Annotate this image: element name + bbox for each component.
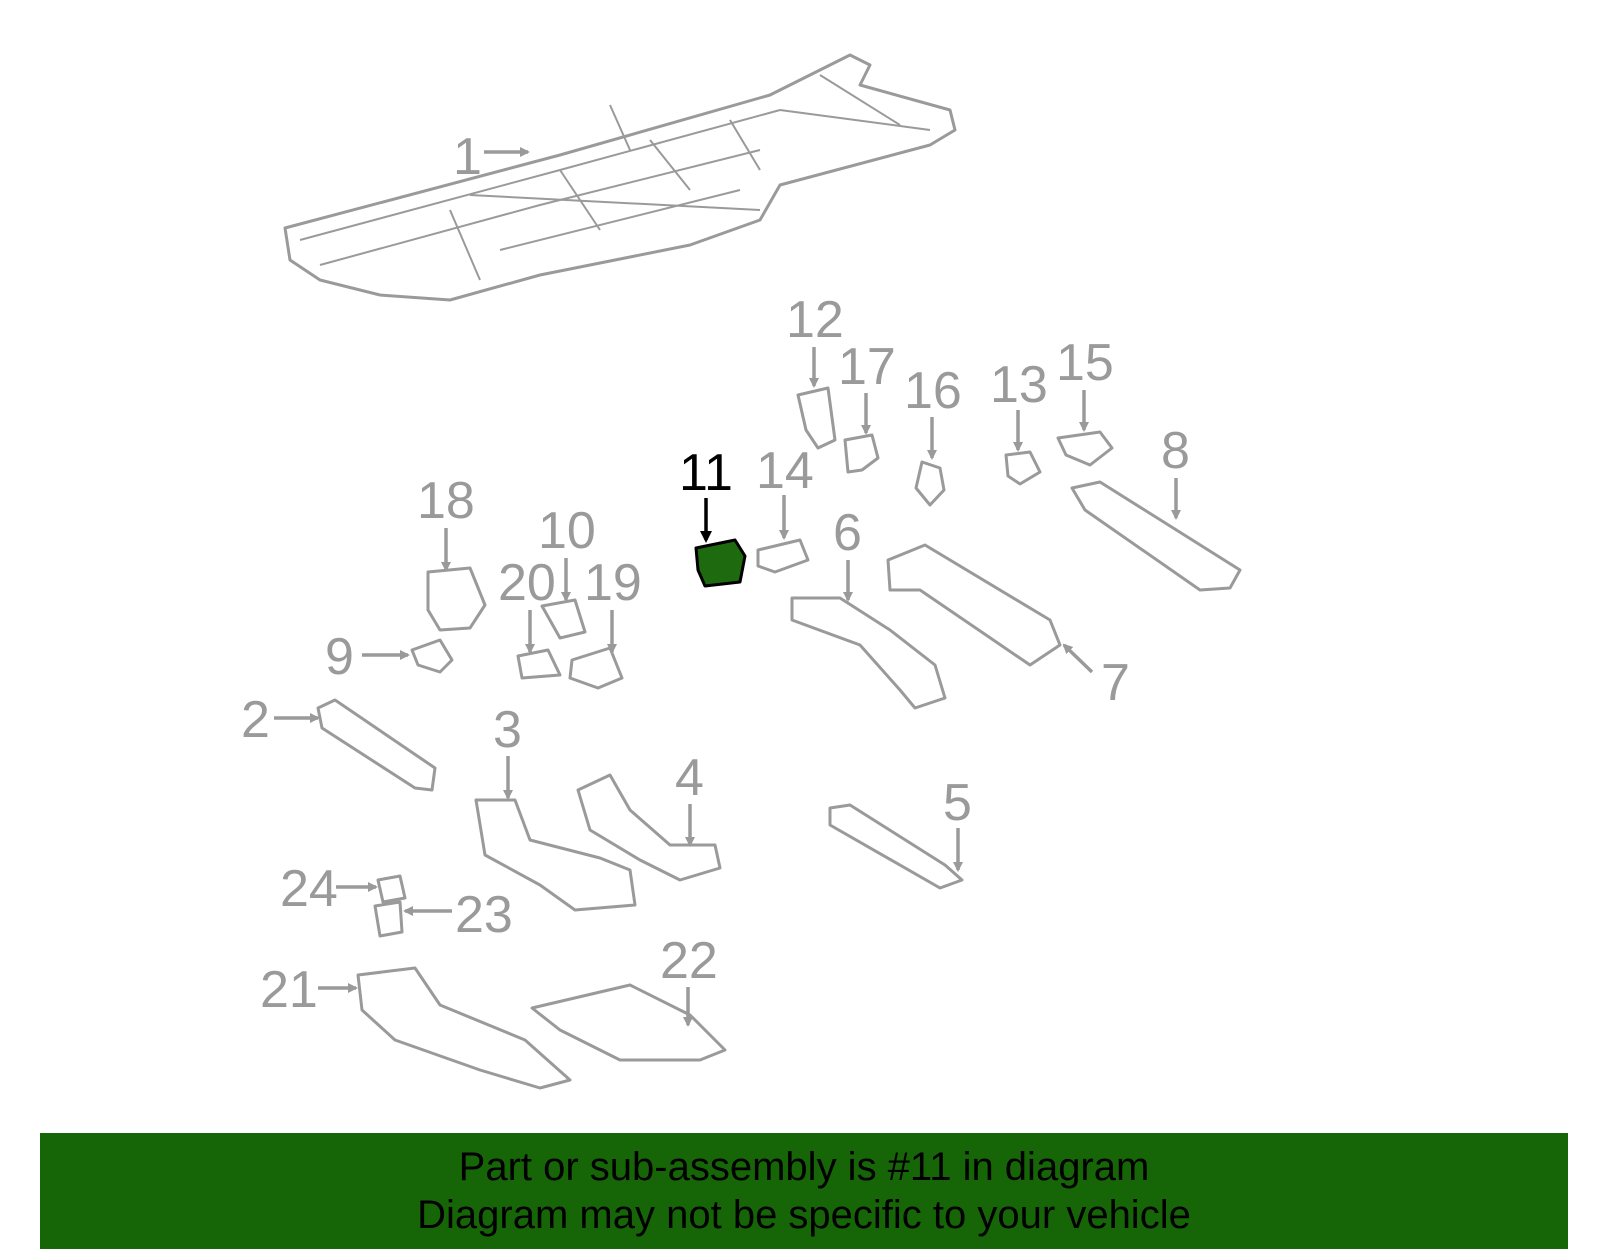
callout-21[interactable]: 21 <box>260 961 318 1019</box>
crossmember-5-part <box>828 803 964 890</box>
callout-10[interactable]: 10 <box>538 502 596 560</box>
bracket-13-part <box>1004 450 1042 486</box>
bracket-24-part <box>376 874 407 904</box>
bracket-20-part <box>516 648 562 680</box>
callout-8[interactable]: 8 <box>1161 422 1190 480</box>
callout-12[interactable]: 12 <box>786 291 844 349</box>
crossmember-3-part <box>474 798 637 912</box>
callout-23[interactable]: 23 <box>455 886 513 944</box>
callout-13[interactable]: 13 <box>990 356 1048 414</box>
highlighted-part-11 <box>694 538 747 588</box>
skid-plate-21-part <box>356 966 572 1090</box>
callout-15[interactable]: 15 <box>1056 334 1114 392</box>
callout-4[interactable]: 4 <box>675 749 704 807</box>
bracket-18-part <box>426 566 487 632</box>
bracket-10-part <box>540 598 587 640</box>
bracket-12-part <box>796 386 837 450</box>
callout-17[interactable]: 17 <box>838 338 896 396</box>
crossmember-7-part <box>886 543 1062 667</box>
callout-11[interactable]: 11 <box>679 444 733 502</box>
callout-6[interactable]: 6 <box>833 504 862 562</box>
callout-18[interactable]: 18 <box>417 472 475 530</box>
bracket-15-part <box>1056 430 1114 467</box>
bracket-19-part <box>568 646 624 690</box>
bracket-9-part <box>410 638 454 674</box>
frame-assembly-part <box>283 53 957 302</box>
banner-disclaimer-text: Diagram may not be specific to your vehi… <box>417 1193 1191 1237</box>
banner-part-reference-text: Part or sub-assembly is #11 in diagram <box>458 1145 1150 1189</box>
crossmember-2-part <box>316 698 437 792</box>
bracket-16-part <box>914 460 946 507</box>
info-banner: Part or sub-assembly is #11 in diagram D… <box>40 1133 1568 1249</box>
arrow-7 <box>1062 643 1094 674</box>
skid-plate-22-part <box>530 983 727 1062</box>
callout-19[interactable]: 19 <box>584 554 642 612</box>
parts-diagram: 1 12 17 16 13 15 8 14 11 6 7 18 10 20 19… <box>241 53 1242 1090</box>
callout-24[interactable]: 24 <box>280 860 338 918</box>
callout-7[interactable]: 7 <box>1101 654 1130 712</box>
callout-3[interactable]: 3 <box>493 701 522 759</box>
crossmember-6-part <box>790 596 947 710</box>
callout-22[interactable]: 22 <box>660 932 718 990</box>
callout-5[interactable]: 5 <box>943 774 972 832</box>
callout-2[interactable]: 2 <box>241 691 270 749</box>
crossmember-8-part <box>1070 480 1242 592</box>
callout-16[interactable]: 16 <box>904 362 962 420</box>
bracket-23-part <box>373 900 404 938</box>
callout-20[interactable]: 20 <box>498 554 556 612</box>
callout-14[interactable]: 14 <box>756 442 814 500</box>
bracket-14-part <box>756 538 810 574</box>
callout-1[interactable]: 1 <box>453 128 482 186</box>
crossmember-4-part <box>576 773 722 882</box>
bracket-17-part <box>843 433 880 474</box>
callout-9[interactable]: 9 <box>325 628 354 686</box>
